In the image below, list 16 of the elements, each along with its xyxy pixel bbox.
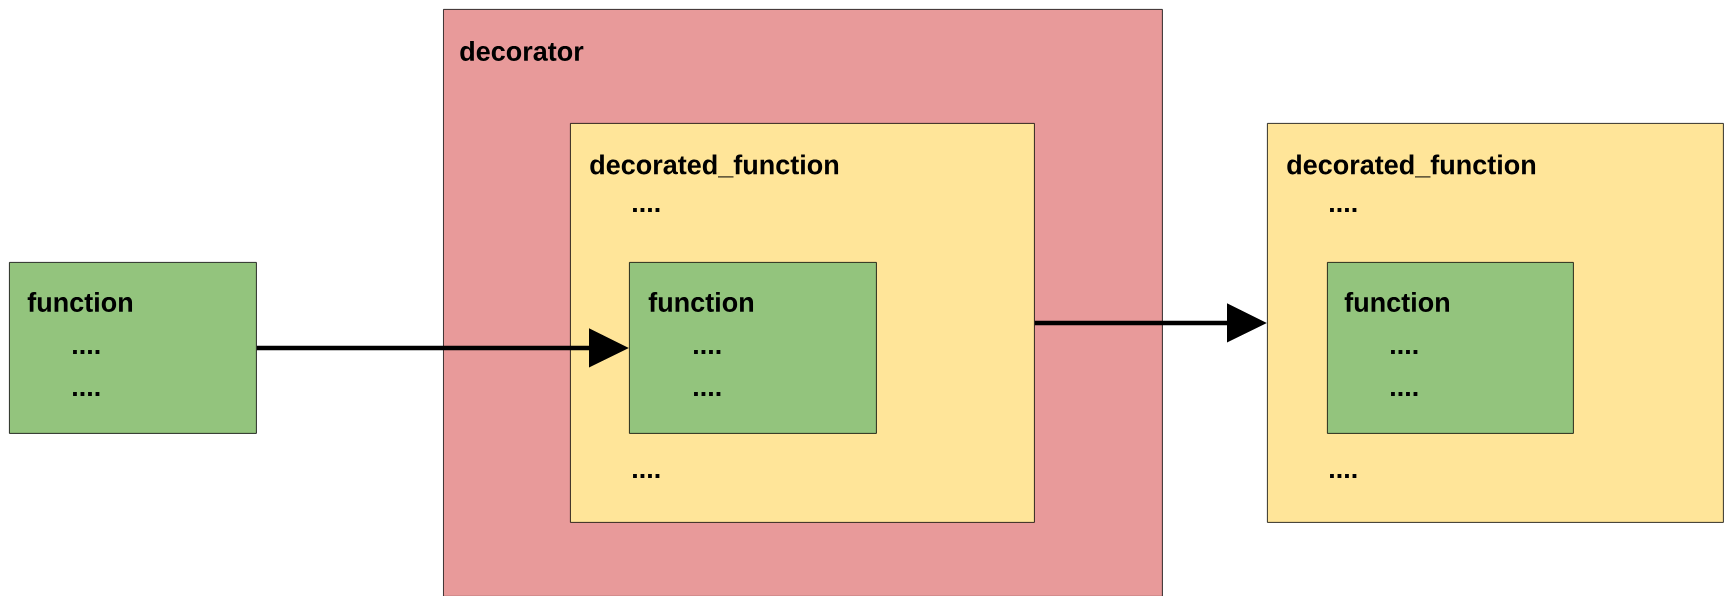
ellipsis-text: ....	[633, 474, 660, 478]
box-heading: decorated_function	[590, 154, 839, 178]
box-heading: function	[1344, 292, 1449, 312]
ellipsis-text: ....	[633, 208, 660, 212]
box-heading: decorator	[460, 41, 584, 61]
box-heading: function	[27, 292, 133, 312]
box-heading: function	[648, 292, 753, 312]
ellipsis-text: ....	[694, 392, 721, 396]
ellipsis-text: ....	[1330, 208, 1357, 212]
ellipsis-text: ....	[694, 350, 721, 354]
ellipsis-text: ....	[1391, 392, 1418, 396]
ellipsis-text: ....	[1391, 350, 1418, 354]
box-heading: decorated_function	[1287, 154, 1536, 178]
ellipsis-text: ....	[1330, 474, 1357, 478]
ellipsis-text: ....	[73, 392, 100, 396]
ellipsis-text: ....	[73, 350, 100, 354]
